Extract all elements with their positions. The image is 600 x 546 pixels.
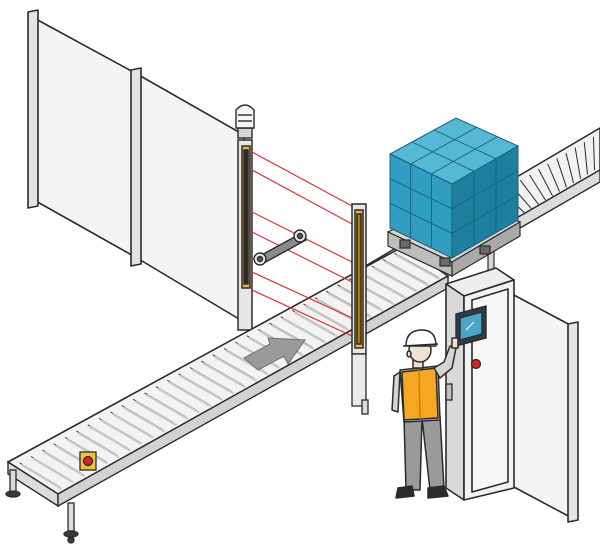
roller-shade — [100, 419, 143, 446]
hmi-touchscreen-icon — [455, 305, 487, 347]
safety-fence-left — [27, 9, 245, 323]
roller — [565, 152, 574, 184]
light-beam — [251, 151, 353, 207]
roller-shade — [282, 317, 327, 344]
box-seam — [433, 129, 497, 160]
direction-arrow-icon — [243, 337, 306, 371]
box-stack-grid — [389, 126, 519, 248]
light-beam — [251, 271, 353, 319]
light-curtain-beams — [251, 151, 353, 337]
roller-shade — [225, 349, 269, 376]
control-cabinet — [445, 267, 515, 501]
box-seam — [411, 141, 475, 172]
roller — [574, 147, 581, 179]
box-seam — [410, 126, 477, 165]
roller-shade — [89, 425, 132, 452]
roller-shade — [43, 451, 86, 478]
roller-shade — [146, 393, 189, 420]
roller — [547, 163, 560, 192]
roller-shade — [373, 266, 418, 293]
sensor-bracket — [253, 229, 308, 266]
cabinet-handle — [445, 383, 453, 401]
safety-fence-right — [511, 293, 579, 523]
light-curtain-receiver — [351, 203, 367, 355]
roller-shade — [180, 374, 223, 401]
roller-shade — [293, 311, 338, 338]
roller-shade — [123, 406, 166, 433]
roller — [556, 158, 567, 188]
box-stack — [388, 117, 520, 259]
roller-shade — [157, 387, 200, 414]
cabinet-stop-button-icon — [470, 358, 482, 370]
roller-shade — [395, 254, 441, 281]
roller-shade — [202, 362, 246, 389]
conveyor-main — [6, 245, 450, 508]
roller-shade — [134, 400, 177, 427]
light-beam — [251, 169, 353, 225]
operator-worker — [391, 329, 459, 499]
roller-shade — [32, 457, 74, 484]
emergency-stop-icon — [79, 451, 97, 471]
box-seam — [431, 136, 498, 175]
roller-shade — [168, 381, 212, 408]
curtain-base-post — [351, 353, 367, 407]
signal-beacon-icon — [235, 104, 255, 139]
roller — [529, 174, 546, 201]
conveyor-front-leg — [361, 399, 369, 415]
box-seam — [451, 170, 519, 210]
conveyor-main-rollers — [19, 252, 441, 490]
roller — [519, 179, 539, 205]
box-seam — [451, 194, 519, 234]
conveyor-legs — [5, 469, 79, 544]
light-beam — [251, 289, 353, 337]
roller-shade — [304, 305, 350, 331]
roller — [538, 169, 553, 197]
roller — [592, 136, 595, 171]
roller-shade — [214, 355, 258, 382]
roller-shade — [21, 463, 63, 490]
roller-shade — [270, 324, 315, 351]
roller-shade — [111, 413, 155, 439]
roller — [583, 142, 588, 175]
light-curtain-emitter — [237, 139, 253, 331]
light-beam — [251, 231, 353, 283]
box-seam — [389, 202, 453, 234]
box-seam — [389, 178, 453, 210]
roller-shade — [384, 260, 430, 287]
roller-shade — [77, 432, 120, 459]
roller-shade — [191, 368, 235, 395]
roller-shade — [361, 273, 407, 300]
